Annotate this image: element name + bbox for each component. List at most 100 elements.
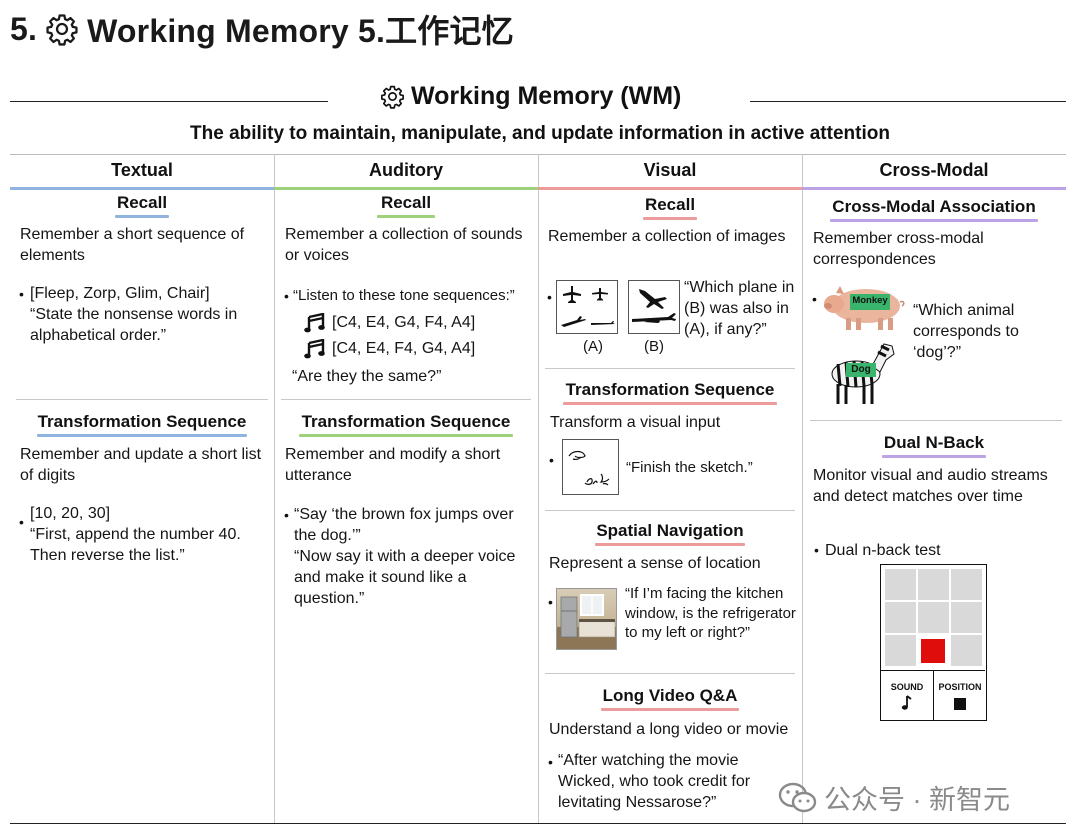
example-line: “State the nonsense words in alphabetica… bbox=[30, 306, 238, 344]
airplane-icon bbox=[632, 289, 676, 323]
auditory-recall-example: “Listen to these tone sequences:” bbox=[293, 287, 515, 304]
position-label: POSITION bbox=[938, 682, 982, 692]
sound-label: SOUND bbox=[890, 682, 924, 692]
visual-spatial-desc: Represent a sense of location bbox=[549, 555, 761, 572]
column-underline-auditory bbox=[274, 187, 538, 190]
grid-cell bbox=[951, 602, 982, 633]
zebra-image-art bbox=[831, 343, 895, 404]
section-title-text: Transformation Sequence bbox=[37, 412, 247, 431]
grid-cell bbox=[885, 569, 916, 600]
column-underline-visual bbox=[538, 187, 802, 190]
airplane-icon bbox=[561, 286, 615, 327]
plane-label-b: (B) bbox=[644, 338, 664, 355]
watermark: 公众号 · 新智元 bbox=[778, 778, 1010, 817]
sketch-image bbox=[562, 439, 619, 495]
section-underline bbox=[830, 219, 1038, 222]
section-underline bbox=[595, 543, 745, 546]
tone-sequence: [C4, E4, F4, G4, A4] bbox=[304, 338, 524, 359]
wm-title: Working Memory (WM) bbox=[380, 82, 681, 111]
bullet: • bbox=[547, 289, 552, 305]
column-header-visual: Visual bbox=[643, 160, 697, 180]
visual-transform-example: “Finish the sketch.” bbox=[626, 459, 753, 476]
page-title-number: 5. bbox=[10, 10, 38, 47]
column-underline-cross-modal bbox=[802, 187, 1066, 190]
wechat-icon bbox=[778, 782, 817, 812]
visual-transform-desc: Transform a visual input bbox=[550, 414, 721, 431]
textual-transform-example: [10, 20, 30] “First, append the number 4… bbox=[30, 503, 270, 566]
wm-subtitle: The ability to maintain, manipulate, and… bbox=[190, 123, 890, 144]
dual-n-back-grid: SOUND POSITION bbox=[880, 564, 987, 721]
auditory-recall-question: “Are they the same?” bbox=[292, 368, 442, 385]
auditory-transform-desc: Remember and modify a short utterance bbox=[285, 446, 501, 484]
section-title-text: Cross-Modal Association bbox=[832, 197, 1036, 216]
tone-sequence: [C4, E4, G4, F4, A4] bbox=[304, 312, 524, 333]
section-underline bbox=[377, 215, 435, 218]
zebra-label: Dog bbox=[851, 364, 871, 375]
bullet: • bbox=[814, 542, 819, 558]
plane-image-b bbox=[628, 280, 680, 334]
bullet: • bbox=[549, 452, 554, 468]
bullet: • bbox=[19, 514, 24, 530]
auditory-seq-2: [C4, E4, F4, G4, A4] bbox=[304, 338, 524, 359]
title-rule-right bbox=[750, 101, 1066, 102]
wm-title-text: Working Memory (WM) bbox=[411, 82, 682, 110]
bullet: • bbox=[812, 291, 817, 307]
title-rule-left bbox=[10, 101, 328, 102]
music-note-icon bbox=[304, 338, 325, 358]
pig-label: Monkey bbox=[852, 295, 888, 306]
column-header-cross-modal: Cross-Modal bbox=[879, 160, 989, 180]
column-header-textual: Textual bbox=[111, 160, 173, 180]
example-line: “First, append the number 40. Then rever… bbox=[30, 526, 241, 564]
example-line: [10, 20, 30] bbox=[30, 505, 111, 522]
visual-spatial-title: Spatial Navigation bbox=[538, 521, 802, 546]
section-divider bbox=[545, 368, 795, 369]
gear-icon bbox=[381, 85, 404, 109]
section-title-text: Dual N-Back bbox=[883, 433, 985, 452]
music-note-icon bbox=[304, 312, 325, 332]
square-icon bbox=[954, 698, 966, 710]
auditory-seq-1: [C4, E4, G4, F4, A4] bbox=[304, 312, 524, 333]
page-title-text: Working Memory 5.工作记忆 bbox=[87, 13, 514, 49]
column-divider bbox=[802, 154, 803, 823]
bullet: • bbox=[284, 507, 289, 523]
section-underline bbox=[37, 434, 247, 437]
textual-transform-title: Transformation Sequence bbox=[10, 412, 274, 437]
grid-divider bbox=[933, 670, 934, 720]
grid-cell bbox=[918, 602, 949, 633]
crossmodal-assoc-desc: Remember cross-modal correspondences bbox=[813, 230, 984, 268]
textual-transform-desc: Remember and update a short list of digi… bbox=[20, 446, 262, 484]
column-header-auditory: Auditory bbox=[369, 160, 443, 180]
section-title-text: Recall bbox=[380, 193, 432, 212]
section-underline bbox=[643, 217, 697, 220]
auditory-recall-title: Recall bbox=[274, 193, 538, 218]
bullet: • bbox=[19, 286, 24, 302]
crossmodal-assoc-question: “Which animal corresponds to ‘dog’?” bbox=[913, 302, 1019, 361]
auditory-transform-title: Transformation Sequence bbox=[274, 412, 538, 437]
bullet: • bbox=[548, 594, 553, 610]
section-title-text: Recall bbox=[644, 195, 696, 214]
plane-label-a: (A) bbox=[583, 338, 603, 355]
grid-cell bbox=[885, 602, 916, 633]
section-divider bbox=[16, 399, 268, 400]
kitchen-image-art bbox=[557, 594, 616, 649]
crossmodal-nback-example: Dual n-back test bbox=[825, 542, 941, 559]
crossmodal-nback-desc: Monitor visual and audio streams and det… bbox=[813, 467, 1048, 505]
tone-sequence-text: [C4, E4, F4, G4, A4] bbox=[332, 340, 476, 357]
section-title-text: Spatial Navigation bbox=[596, 521, 744, 540]
grid-cell-active bbox=[921, 639, 945, 663]
zebra-image: Dog bbox=[826, 336, 898, 406]
column-divider bbox=[538, 154, 539, 823]
visual-recall-question: “Which plane in (B) was also in (A), if … bbox=[684, 279, 795, 338]
visual-spatial-example: “If I’m facing the kitchen window, is th… bbox=[625, 585, 796, 641]
auditory-transform-example: “Say ‘the brown fox jumps over the dog.’… bbox=[294, 504, 534, 609]
section-divider bbox=[281, 399, 531, 400]
visual-recall-desc: Remember a collection of images bbox=[548, 228, 786, 245]
column-underline-textual bbox=[10, 187, 274, 190]
section-title-text: Transformation Sequence bbox=[565, 380, 775, 399]
watermark-text: 公众号 · 新智元 bbox=[824, 785, 1010, 815]
textual-recall-desc: Remember a short sequence of elements bbox=[20, 226, 245, 264]
section-underline bbox=[563, 402, 777, 405]
bullet: • bbox=[284, 288, 289, 304]
plane-image-a bbox=[556, 280, 618, 334]
grid-cell bbox=[951, 569, 982, 600]
